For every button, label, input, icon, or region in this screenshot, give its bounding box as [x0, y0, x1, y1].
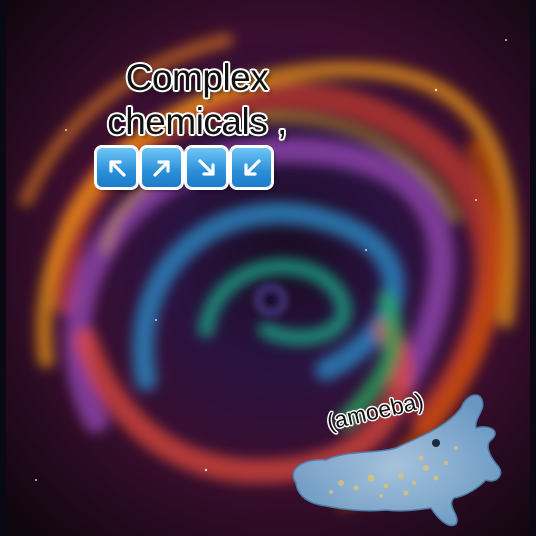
swirling-galaxy-background — [6, 0, 530, 536]
amoeba-illustration — [292, 394, 502, 527]
caption-line-1: Complex — [125, 57, 269, 98]
down-left-arrow-icon — [231, 147, 272, 188]
down-right-arrow-icon — [186, 147, 227, 188]
up-right-arrow-icon — [141, 147, 182, 188]
caption-text: Complex chemicals , — [92, 56, 302, 144]
caption-line-2: chemicals , — [107, 101, 287, 142]
up-left-arrow-icon — [96, 147, 137, 188]
arrow-key-row — [96, 147, 272, 188]
